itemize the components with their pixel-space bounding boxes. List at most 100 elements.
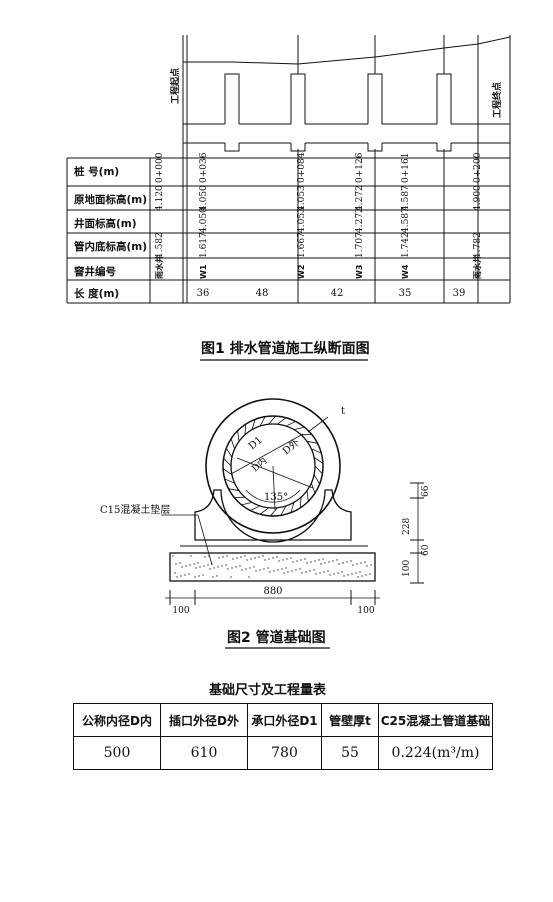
cushion-speckle bbox=[333, 573, 335, 575]
cushion-speckle bbox=[282, 559, 284, 561]
cushion-speckle bbox=[338, 563, 340, 565]
cushion-speckle bbox=[315, 573, 317, 575]
cushion-speckle bbox=[301, 572, 303, 574]
wall-hatch bbox=[313, 474, 321, 485]
well-gap bbox=[437, 74, 451, 149]
row-label: 原地面标高(m) bbox=[74, 193, 147, 206]
wall-hatch bbox=[306, 490, 309, 502]
wall-hatch bbox=[280, 505, 287, 516]
t-leader bbox=[307, 416, 329, 433]
dout-label: D外 bbox=[280, 437, 302, 458]
cushion-speckle bbox=[314, 560, 316, 562]
wall-hatch bbox=[230, 438, 236, 450]
well-sump bbox=[367, 143, 383, 152]
ground-elev-value: 4.587 bbox=[401, 185, 411, 211]
t-label: t bbox=[341, 406, 345, 417]
cushion-speckle bbox=[216, 575, 218, 577]
well-id: 雨水井 bbox=[154, 255, 164, 279]
wall-hatch bbox=[259, 416, 266, 427]
cushion-speckle bbox=[259, 569, 261, 571]
cushion-speckle bbox=[254, 557, 256, 559]
cushion-speckle bbox=[174, 572, 176, 574]
cushion-speckle bbox=[268, 558, 270, 560]
well-id: W1 bbox=[199, 264, 208, 279]
row-label: 桩 号(m) bbox=[74, 165, 119, 178]
dim-60: 60 bbox=[421, 544, 431, 556]
cushion-speckle bbox=[189, 564, 191, 566]
cushion-speckle bbox=[296, 560, 298, 562]
dim-880: 880 bbox=[263, 586, 282, 597]
cushion-speckle bbox=[180, 575, 182, 577]
wall-hatch bbox=[224, 478, 235, 484]
cushion-speckle bbox=[323, 571, 325, 573]
cushion-speckle bbox=[185, 565, 187, 567]
cushion-speckle bbox=[306, 562, 308, 564]
wall-hatch bbox=[314, 465, 323, 475]
cushion-speckle bbox=[195, 567, 197, 569]
value-cell: 500 bbox=[73, 736, 161, 770]
cushion-speckle bbox=[175, 563, 177, 565]
cushion-speckle bbox=[322, 558, 324, 560]
cushion-speckle bbox=[176, 576, 178, 578]
cushion-speckle bbox=[199, 566, 201, 568]
cushion-speckle bbox=[283, 572, 285, 574]
cushion-speckle bbox=[255, 570, 257, 572]
cushion-speckle bbox=[350, 560, 352, 562]
cushion-speckle bbox=[244, 555, 246, 557]
wall-hatch bbox=[277, 417, 287, 425]
row-label: 窨井编号 bbox=[74, 265, 116, 278]
cushion-speckle bbox=[357, 576, 359, 578]
pipe-outer-wall bbox=[222, 415, 324, 517]
cushion-speckle bbox=[236, 557, 238, 559]
cushion-speckle bbox=[343, 575, 345, 577]
ground-elev-value: 4.120 bbox=[155, 185, 165, 211]
cushion-speckle bbox=[347, 574, 349, 576]
cushion-speckle bbox=[225, 564, 227, 566]
wall-hatch bbox=[285, 421, 296, 427]
quantity-table: 公称内径D内 插口外径D外 承口外径D1 管壁厚t C25混凝土管道基础 500… bbox=[73, 703, 493, 770]
cushion-speckle bbox=[249, 567, 251, 569]
well-id: W3 bbox=[355, 265, 364, 279]
cushion-speckle bbox=[248, 576, 250, 578]
cushion-speckle bbox=[291, 570, 293, 572]
cushion-speckle bbox=[193, 563, 195, 565]
wall-hatch bbox=[244, 424, 247, 435]
cushion-speckle bbox=[286, 558, 288, 560]
wall-hatch bbox=[225, 447, 233, 458]
well-gap bbox=[291, 74, 305, 149]
cushion-speckle bbox=[246, 559, 248, 561]
cushion-speckle bbox=[320, 563, 322, 565]
cushion-layer bbox=[169, 552, 376, 582]
cushion-speckle bbox=[179, 562, 181, 564]
cushion-leader bbox=[197, 514, 213, 566]
wall-hatch bbox=[251, 419, 256, 430]
cushion-speckle bbox=[172, 555, 174, 557]
well-elev-value: 4.272 bbox=[355, 207, 365, 233]
row-label: 井面标高(m) bbox=[74, 217, 137, 230]
well-sump bbox=[224, 143, 240, 152]
ground-elev-value: 4.050 bbox=[199, 185, 209, 211]
cushion-label: C15混凝土垫层 bbox=[100, 503, 170, 516]
station-value: 0+084 bbox=[297, 152, 307, 183]
cushion-speckle bbox=[212, 576, 214, 578]
figure1-caption: 图1 排水管道施工纵断面图 bbox=[201, 341, 370, 357]
d1-label: D1 bbox=[247, 435, 265, 453]
cushion-speckle bbox=[285, 567, 287, 569]
cushion-speckle bbox=[181, 566, 183, 568]
cushion-speckle bbox=[235, 566, 237, 568]
cushion-speckle bbox=[240, 556, 242, 558]
dout-line bbox=[236, 457, 314, 489]
angle-arc bbox=[245, 489, 301, 503]
segment-length: 36 bbox=[197, 288, 210, 299]
invert-elev-value: 1.782 bbox=[473, 232, 483, 258]
well-shaft bbox=[290, 73, 306, 124]
well-gap bbox=[368, 74, 382, 149]
ground-elev-value: 4.900 bbox=[473, 185, 483, 211]
cushion-speckle bbox=[245, 568, 247, 570]
wall-hatch bbox=[311, 448, 322, 454]
well-sump bbox=[436, 143, 452, 152]
value-cell: 55 bbox=[321, 736, 379, 770]
well-sump bbox=[290, 143, 306, 152]
cushion-speckle bbox=[239, 565, 241, 567]
